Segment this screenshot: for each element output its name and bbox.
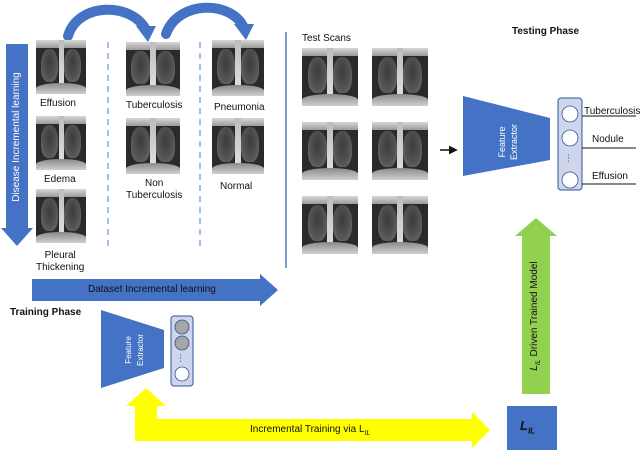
yellow-arrow-shaft — [148, 419, 474, 441]
xray-effusion — [36, 40, 86, 94]
test-scan-6 — [372, 196, 428, 254]
xray-pneumonia — [212, 40, 264, 96]
test-scan-1 — [302, 48, 358, 106]
green-arrow-shaft — [522, 234, 550, 394]
curved-arrow-1 — [63, 4, 151, 41]
label-driven-model: LIL Driven Trained Model — [529, 261, 542, 371]
test-scan-2 — [372, 48, 428, 106]
label-pleural-thickening: Pleural Thickening — [36, 250, 85, 273]
label-normal: Normal — [220, 181, 253, 192]
label-disease-incremental: Disease Incremental learning — [11, 72, 22, 202]
output-node-3 — [561, 171, 579, 189]
yellow-arrow-right-head — [472, 412, 490, 448]
dataset-arrow-shaft — [32, 279, 262, 301]
label-out-effusion: Effusion — [592, 171, 628, 182]
feature-extractor-test — [463, 96, 550, 176]
output-panel-train — [170, 315, 194, 387]
label-out-nodule: Nodule — [592, 134, 624, 145]
curved-arrow-1-head — [136, 26, 156, 42]
label-out-tuberculosis: Tuberculosis — [584, 106, 640, 117]
label-edema: Edema — [44, 174, 76, 185]
label-incremental-training: Incremental Training via LIL — [250, 424, 371, 437]
label-dataset-incremental: Dataset Incremental learning — [88, 284, 216, 295]
yellow-arrow-vertical — [135, 404, 157, 441]
output-ellipsis-train: … — [177, 353, 188, 363]
test-scan-5 — [302, 196, 358, 254]
train-node-2 — [174, 335, 190, 351]
output-node-2 — [561, 129, 579, 147]
output-node-1 — [561, 105, 579, 123]
xray-normal — [212, 118, 264, 174]
label-non-tuberculosis: Non Tuberculosis — [126, 178, 183, 201]
label-feature-extractor-train: Feature Extractor — [124, 334, 145, 367]
xray-non-tuberculosis — [126, 118, 180, 174]
curved-arrow-2 — [161, 2, 249, 39]
label-feature-extractor-test: Feature Extractor — [497, 124, 519, 161]
disease-arrow-shaft — [6, 44, 28, 230]
label-testing-phase: Testing Phase — [512, 26, 580, 37]
xray-edema — [36, 116, 86, 170]
lil-box — [507, 406, 557, 450]
xray-pleural-thickening — [36, 189, 86, 243]
label-lil-box: LIL — [520, 418, 536, 436]
train-node-3 — [174, 366, 190, 382]
train-node-1 — [174, 319, 190, 335]
label-training-phase: Training Phase — [10, 307, 82, 318]
label-test-scans: Test Scans — [302, 33, 351, 44]
feature-extractor-train — [101, 310, 164, 388]
label-effusion: Effusion — [40, 98, 76, 109]
disease-arrow-head — [1, 228, 33, 246]
label-pneumonia: Pneumonia — [214, 102, 265, 113]
test-scan-3 — [302, 122, 358, 180]
dataset-arrow-head — [260, 274, 278, 306]
test-scan-4 — [372, 122, 428, 180]
output-ellipsis-test: … — [565, 153, 576, 163]
label-tuberculosis: Tuberculosis — [126, 100, 183, 111]
xray-tuberculosis — [126, 42, 180, 96]
yellow-arrow-up-head — [126, 388, 166, 406]
curved-arrow-2-head — [234, 24, 254, 40]
green-arrow-head — [515, 218, 557, 236]
